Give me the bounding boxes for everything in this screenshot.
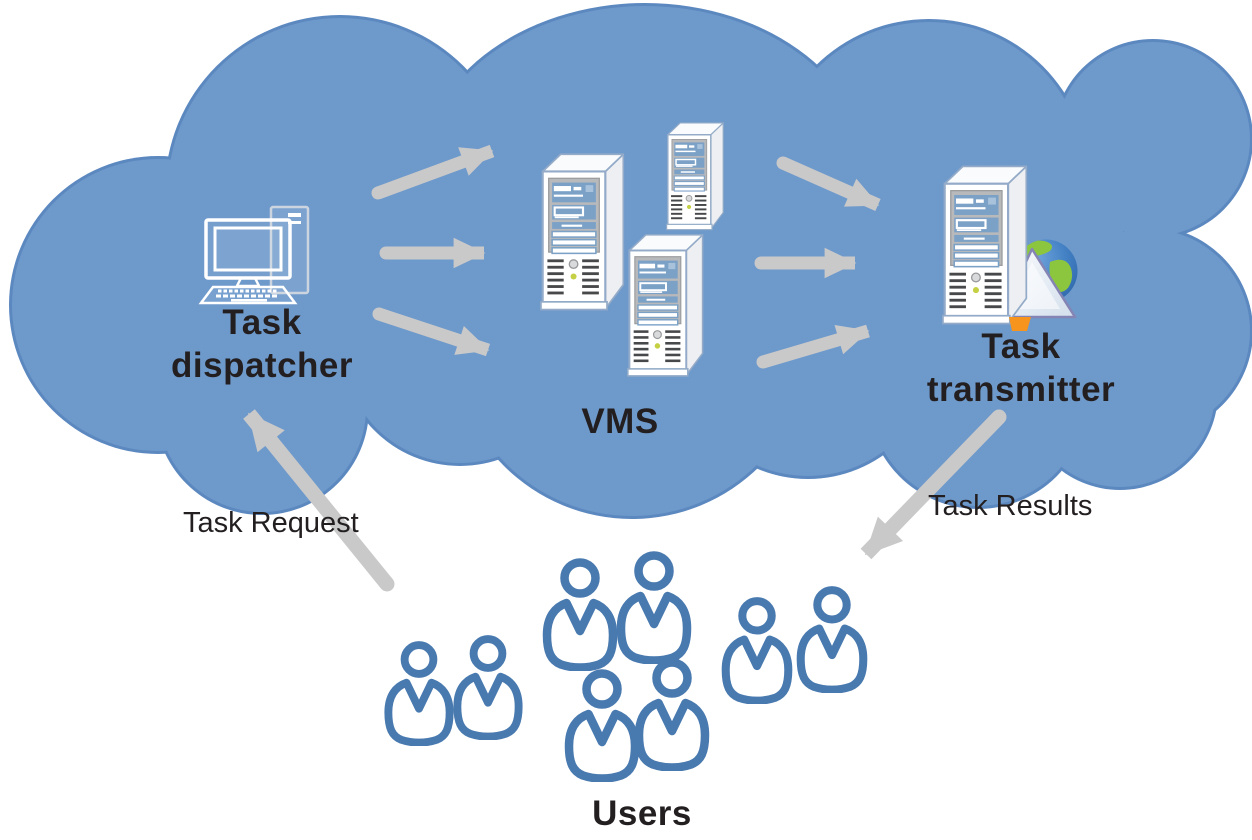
users-icon (388, 556, 863, 779)
edge-arrows (243, 409, 1007, 592)
person-icon (388, 645, 449, 743)
arrow-vms-transmitter-bottom (761, 324, 870, 369)
vms-label: VMS (581, 402, 659, 441)
person-icon (639, 663, 705, 768)
task-results-label: Task Results (928, 490, 1093, 522)
person-icon (547, 563, 613, 668)
task-transmitter-icon (942, 165, 1078, 331)
arrow-task-request (243, 409, 393, 589)
person-icon (726, 601, 789, 701)
desktop-computer-icon (198, 205, 310, 305)
orange-stub (1009, 317, 1031, 331)
server-icon-large (540, 153, 625, 311)
person-icon (569, 674, 635, 779)
person-icon (621, 556, 687, 661)
users-label: Users (592, 794, 692, 833)
person-icon (457, 639, 518, 737)
server-icon-medium (627, 233, 704, 377)
computer-screen (213, 226, 283, 272)
arrow-dispatcher-vms-bottom (376, 307, 491, 357)
arrow-dispatcher-vms-top (375, 144, 495, 200)
server-icon-transmitter (942, 165, 1028, 325)
arrows-dispatcher-to-vms (371, 144, 495, 357)
arrow-vms-transmitter-top (780, 157, 881, 211)
arrows-vms-to-transmitter (754, 156, 881, 369)
task-dispatcher-label: Task dispatcher (171, 303, 353, 385)
task-request-label: Task Request (183, 507, 359, 539)
task-transmitter-label: Task transmitter (926, 327, 1116, 409)
server-icon-small (666, 122, 724, 231)
arrow-task-results (860, 411, 1005, 560)
person-icon (801, 590, 864, 690)
